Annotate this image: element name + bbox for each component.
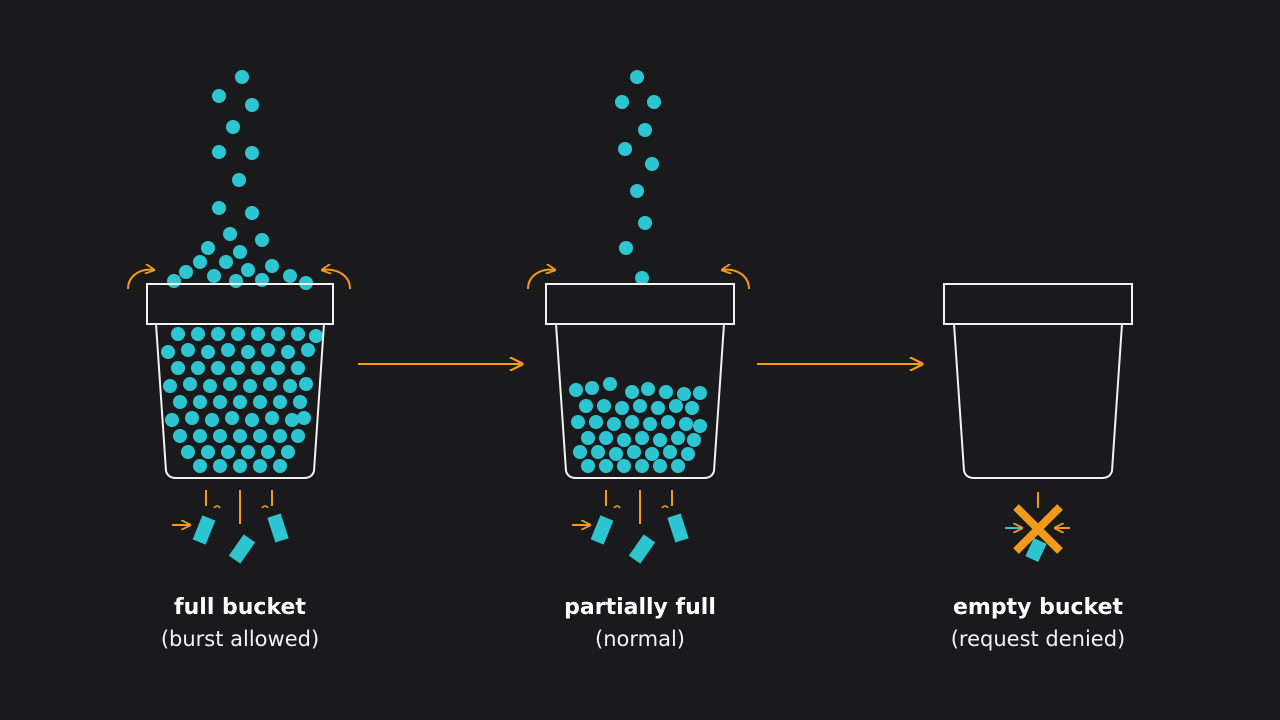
overflow-arrow-icon [527,270,555,290]
request-token-icon [192,515,216,545]
bucket-icon [146,283,334,479]
request-token-icon [228,534,256,564]
panel-title: empty bucket [952,595,1124,620]
bucket-tokens [161,327,323,473]
request-token-icon [667,513,689,543]
request-token-icon [628,534,656,564]
request-output [1005,492,1070,563]
panel-title: partially full [564,595,716,620]
bucket-icon [943,283,1133,479]
overflow-arrow-icon [322,270,351,290]
bucket-tokens [569,377,707,473]
overflow-arrow-icon [722,270,750,290]
caption-empty-bucket: empty bucket (request denied) [888,592,1188,654]
request-token-icon [1025,537,1047,563]
panel-subtitle: (normal) [595,627,685,651]
panel-subtitle: (request denied) [950,627,1126,651]
panel-partially-full [527,70,750,564]
panel-empty-bucket [943,283,1133,563]
bucket-icon [545,283,735,479]
token-stream [615,70,661,285]
request-token-icon [267,513,289,543]
denied-x-icon [1013,504,1063,554]
caption-partially-full: partially full (normal) [490,592,790,654]
panel-title: full bucket [174,595,306,620]
request-token-icon [590,515,614,545]
request-output [172,490,289,564]
panel-subtitle: (burst allowed) [160,627,320,651]
panel-full-bucket [127,70,351,564]
request-output [572,490,689,564]
caption-full-bucket: full bucket (burst allowed) [90,592,390,654]
overflow-arrow-icon [127,270,154,290]
token-stream [167,70,313,290]
